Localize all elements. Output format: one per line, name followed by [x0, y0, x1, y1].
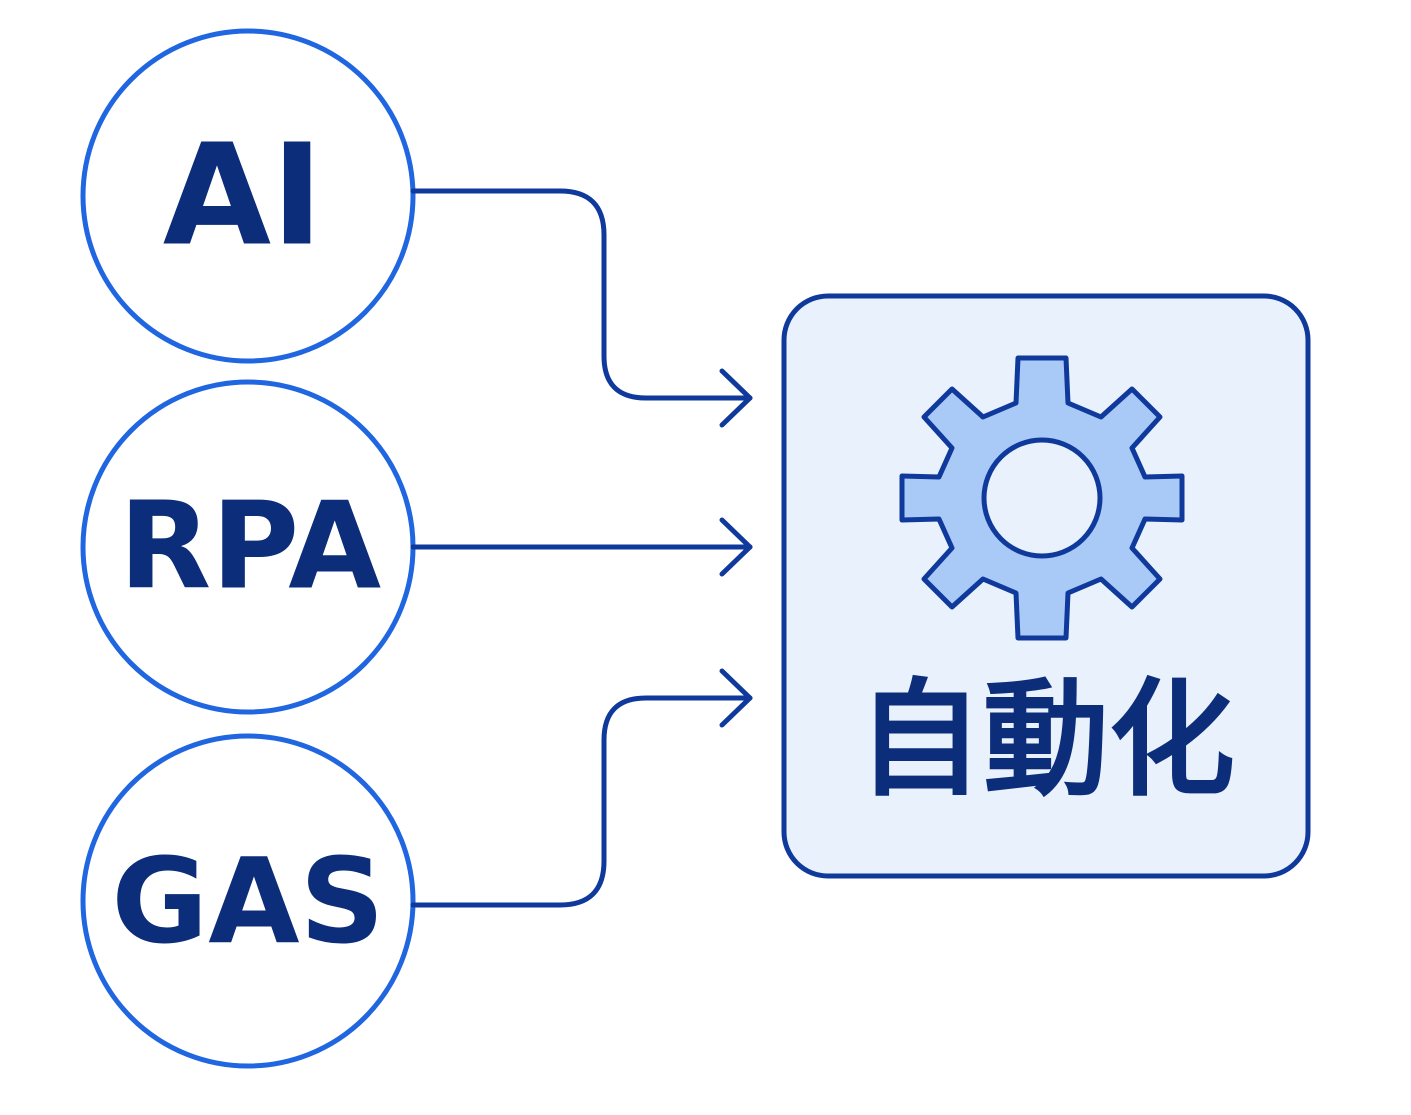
input-circle-ai	[80, 28, 416, 364]
arrowhead-gas	[719, 668, 753, 728]
input-label-gas: GAS	[111, 832, 384, 970]
input-node-ai: AI	[80, 28, 416, 364]
input-circle-gas	[80, 733, 416, 1069]
connector-gas	[410, 695, 753, 908]
gear-icon	[899, 355, 1185, 641]
arrowhead-ai	[719, 368, 753, 428]
output-node: 自動化	[781, 293, 1311, 879]
input-label-rpa: RPA	[119, 478, 381, 617]
output-label: 自動化	[857, 667, 1235, 814]
arrowhead-rpa	[719, 517, 753, 577]
input-label-ai: AI	[163, 115, 323, 278]
input-node-gas: GAS	[80, 733, 416, 1069]
connector-ai	[410, 188, 753, 401]
input-node-rpa: RPA	[80, 379, 416, 715]
